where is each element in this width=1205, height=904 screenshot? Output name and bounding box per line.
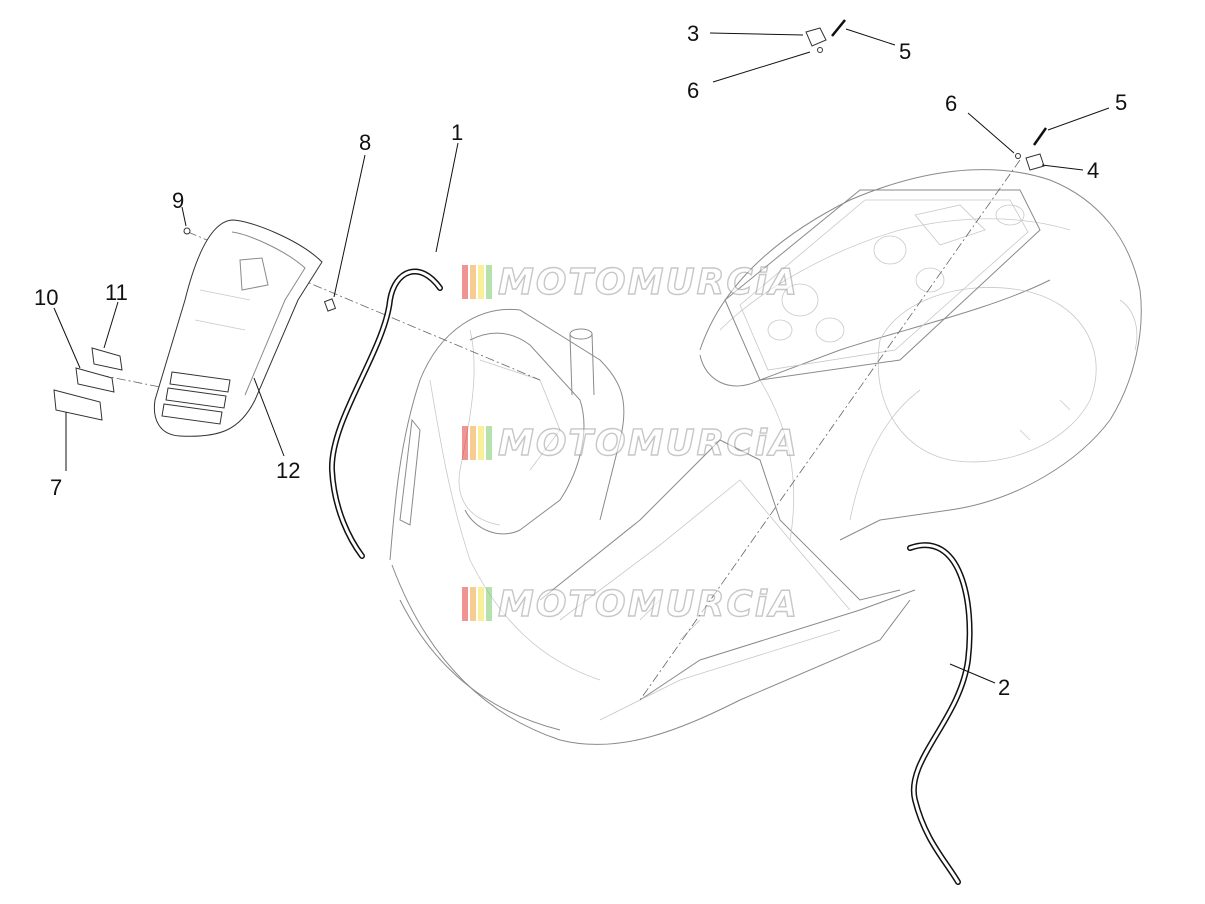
watermark-flag-icon [462,426,494,460]
screws-parts-5-6 [817,19,1048,159]
brackets-parts-3-4 [805,27,1045,171]
scooter-body-frame [389,169,1142,745]
callout-10: 10 [34,285,58,310]
callout-7: 7 [50,475,62,500]
callout-9: 9 [172,188,184,213]
callout-11: 11 [105,280,128,305]
horn-cover-part-12 [153,219,323,437]
callout-6-top: 6 [687,78,699,103]
watermark-flag-icon [462,265,494,299]
watermark-logo-middle: MOTOMURCiA [462,422,798,464]
edge-trim-part-1 [328,268,443,559]
callout-8: 8 [359,130,371,155]
callout-4: 4 [1087,158,1099,183]
callout-5-right: 5 [1115,90,1127,115]
callout-5-top: 5 [899,39,911,64]
callout-2: 2 [998,675,1010,700]
callout-6-right: 6 [945,91,957,116]
callout-12: 12 [276,458,300,483]
callout-numbers: 1 2 3 4 5 5 6 6 7 8 9 10 11 12 [34,21,1127,700]
watermark-text: MOTOMURCiA [497,422,799,464]
watermark-flag-icon [462,587,494,621]
leader-lines [53,28,1110,684]
watermark-text: MOTOMURCiA [497,583,799,625]
fasteners-parts-8-9 [183,227,337,312]
side-trim-part-2 [907,542,973,885]
watermark-logo-top: MOTOMURCiA [462,261,798,303]
callout-3: 3 [687,21,699,46]
watermark-text: MOTOMURCiA [497,261,799,303]
callout-1: 1 [451,120,463,145]
emblem-strips-parts-7-10-11 [53,347,123,421]
watermark-logo-bottom: MOTOMURCiA [462,583,798,625]
